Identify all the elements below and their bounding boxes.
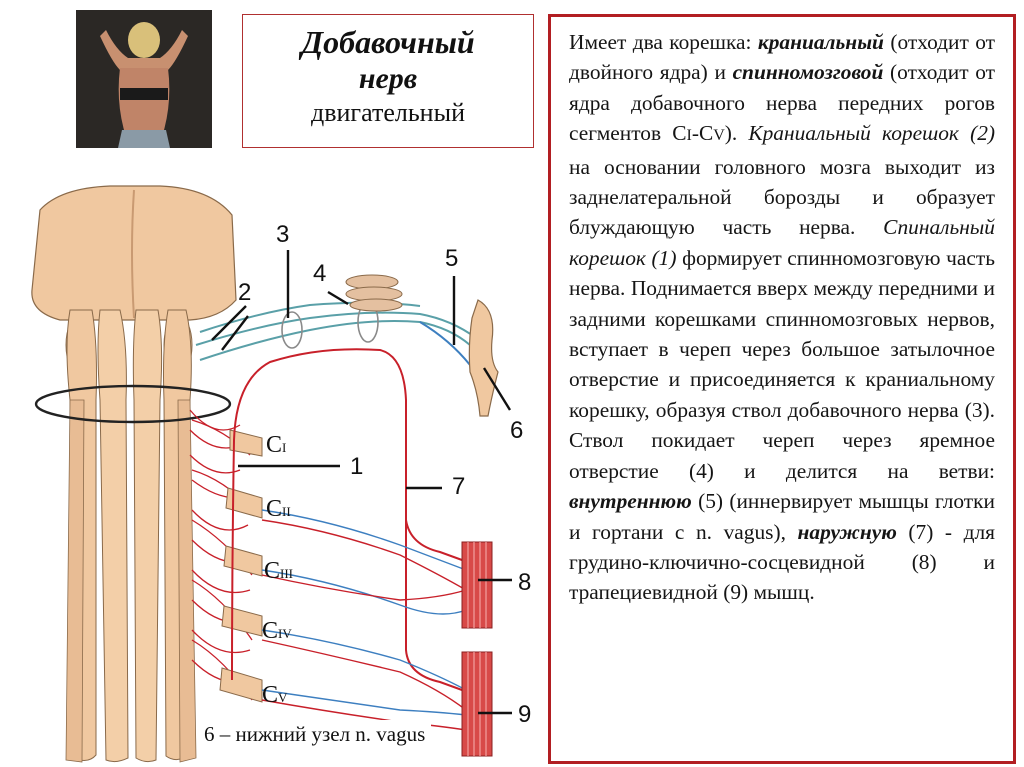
title-line-3: двигательный <box>311 98 465 127</box>
accessory-nerve-paths <box>195 301 477 691</box>
segment-c1: CI <box>266 432 286 458</box>
athlete-back-photo <box>76 10 212 148</box>
desc-s5-sub1: I <box>686 127 692 145</box>
label-6: 6 <box>510 417 523 444</box>
desc-internal-branch: внутреннюю <box>569 489 692 514</box>
desc-s11: (5) (иннервирует мышцы глотки и гортани … <box>569 489 995 544</box>
label-1: 1 <box>350 453 363 480</box>
brainstem <box>31 185 237 763</box>
segment-c5: CV <box>262 682 288 708</box>
title-box: Добавочный нерв двигательный <box>242 14 534 148</box>
desc-cranial-term: краниальный <box>757 30 884 54</box>
sternocleidomastoid-muscle <box>461 541 493 629</box>
title-line-1: Добавочный <box>301 24 475 60</box>
desc-s5b: -C <box>691 121 714 146</box>
description-paragraph: Имеет два корешка: краниальный (отходит … <box>569 27 995 608</box>
desc-spinal-term: спинномозговой <box>732 60 884 85</box>
label-8: 8 <box>518 569 531 596</box>
desc-s9: формирует спинномозговую часть нерва. По… <box>569 245 995 483</box>
label-9: 9 <box>518 701 531 728</box>
muscle-fibers-branches <box>261 509 467 731</box>
segment-c4: CIV <box>262 618 292 644</box>
desc-external-branch: наружную <box>797 519 897 544</box>
desc-spinal-root: Спинальный корешок (1) <box>569 215 995 270</box>
desc-s5-sub2: V <box>713 127 725 145</box>
desc-s13: (7) - для грудино-ключично-сосцевидной (… <box>569 519 995 605</box>
desc-s5c: ). <box>724 121 749 146</box>
spinal-nerve-trunks <box>219 429 263 703</box>
accessory-nerve-diagram: 3 4 5 2 6 1 7 8 9 CI CII CIII CIV CV <box>31 185 531 763</box>
label-4: 4 <box>313 260 326 287</box>
desc-s5: (отходит от ядра добавочного нерва перед… <box>569 60 995 146</box>
segment-c2: CII <box>266 496 291 522</box>
title-line-2: нерв <box>358 62 418 95</box>
segment-c3: CIII <box>264 558 293 584</box>
leader-lines <box>211 250 512 715</box>
label-7: 7 <box>452 473 465 500</box>
trapezius-muscle <box>461 651 493 757</box>
athlete-back-illustration <box>76 10 212 148</box>
jugular-foramen-bones <box>345 274 403 312</box>
label-5: 5 <box>445 245 458 272</box>
diagram-caption: 6 – нижний узел n. vagus <box>198 720 432 749</box>
desc-s1: Имеет два корешка: <box>569 30 758 54</box>
desc-s7: на основании головного мозга выходит из … <box>569 154 995 240</box>
desc-cranial-root: Краниальный корешок (2) <box>748 121 996 146</box>
number-labels: 3 4 5 2 6 1 7 8 9 <box>238 221 531 728</box>
label-3: 3 <box>276 221 289 248</box>
label-2: 2 <box>238 279 251 306</box>
inferior-vagus-ganglion <box>468 299 499 417</box>
desc-s3: (отходит от двойного ядра) и <box>569 30 995 85</box>
muscles <box>461 541 493 757</box>
segment-labels: CI CII CIII CIV CV <box>262 432 293 708</box>
description-box: Имеет два корешка: краниальный (отходит … <box>548 14 1016 764</box>
